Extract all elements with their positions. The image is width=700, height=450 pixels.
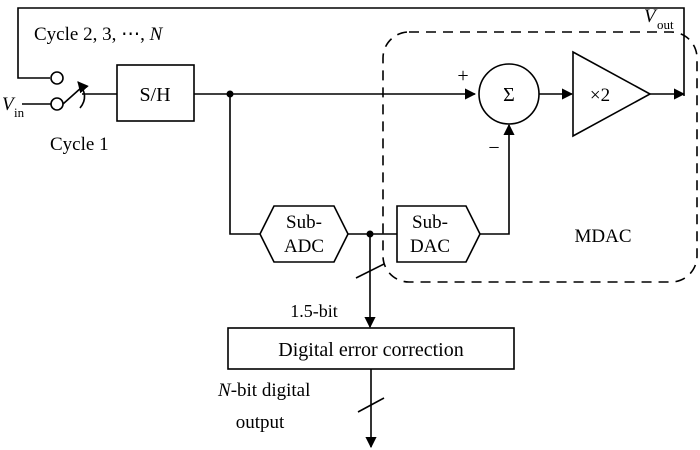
- cycle-multi-prefix: Cycle 2, 3, ⋯,: [34, 24, 150, 45]
- mdac-region: [382, 31, 698, 283]
- minus-sign: −: [488, 137, 499, 159]
- sub-dac-label-line1: Sub-: [412, 212, 448, 233]
- correction-label: Digital error correction: [278, 339, 463, 361]
- output-label-line1: N-bit digital: [217, 380, 310, 401]
- switch-terminal-cycle1: [50, 97, 64, 111]
- switch-terminal-cycle2: [50, 71, 64, 85]
- sub-dac-label-line2: DAC: [410, 236, 450, 257]
- subdac-to-sum-wire: [480, 123, 515, 235]
- gain-amplifier: [572, 50, 652, 138]
- vin-label: V: [2, 94, 16, 115]
- sigma-symbol: Σ: [503, 84, 515, 106]
- plus-sign: +: [457, 65, 468, 87]
- vout-label: V: [644, 6, 658, 27]
- bits-slash: [355, 263, 385, 279]
- feedback-wire: [17, 7, 685, 96]
- cycle-multi-n: N: [149, 24, 164, 45]
- output-label-rest: -bit digital: [231, 380, 311, 401]
- cycle-one-label: Cycle 1: [50, 134, 109, 155]
- mdac-label: MDAC: [574, 226, 631, 247]
- vin-subscript: in: [14, 105, 25, 120]
- branch-to-subadc-wire: [229, 94, 260, 235]
- cycle-multi-label: Cycle 2, 3, ⋯, N: [34, 24, 164, 45]
- output-label-line2: output: [236, 412, 285, 433]
- vout-subscript: out: [657, 17, 674, 32]
- digital-error-correction-block: [227, 327, 515, 370]
- sub-dac-block: [396, 205, 481, 263]
- gain-label: ×2: [590, 85, 610, 106]
- switch-arrow: [77, 81, 89, 109]
- sample-hold-block: [116, 64, 195, 122]
- sample-hold-label: S/H: [139, 84, 170, 106]
- output-slash: [357, 397, 385, 413]
- bits-label: 1.5-bit: [290, 301, 338, 321]
- sub-adc-label-line1: Sub-: [286, 212, 322, 233]
- sub-adc-label-line2: ADC: [284, 236, 324, 257]
- switch-blade: [62, 86, 83, 105]
- output-label-n: N: [217, 380, 232, 401]
